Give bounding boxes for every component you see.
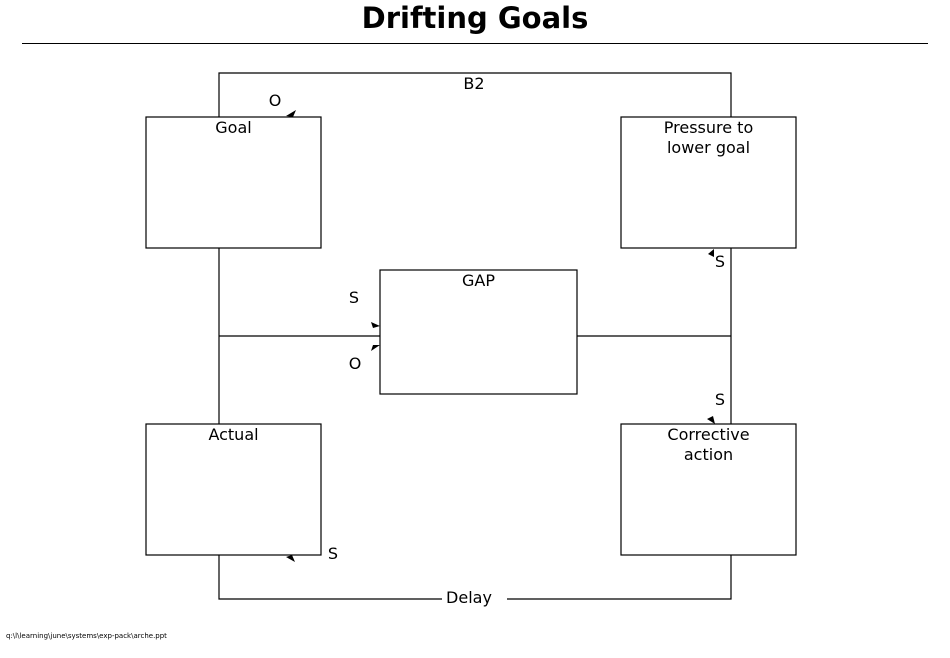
- corrective-label-line2: action: [684, 445, 733, 464]
- goal-box: [145, 116, 322, 249]
- connector-corrective-to-actual: [507, 555, 732, 600]
- arrowheads: [286, 110, 715, 562]
- loop-label-b2: B2: [463, 74, 484, 93]
- polarity-gap-top: S: [349, 288, 359, 307]
- arrowhead-into-gap-top: [371, 322, 380, 328]
- page-title: Drifting Goals: [361, 1, 589, 35]
- connector-delay-left: [218, 555, 442, 600]
- title-divider: [22, 43, 928, 44]
- actual-box: [145, 423, 322, 556]
- pressure-label-line1: Pressure to: [664, 118, 753, 137]
- loop-label-delay: Delay: [446, 588, 492, 607]
- arrowhead-into-corrective: [707, 416, 715, 424]
- polarity-pressure: S: [715, 252, 725, 271]
- polarity-gap-bottom: O: [349, 354, 362, 373]
- boxes: [145, 116, 797, 556]
- gap-box: [379, 269, 578, 395]
- arrowhead-into-actual: [286, 555, 295, 562]
- arrowhead-into-pressure: [708, 249, 714, 257]
- pressure-label-line2: lower goal: [667, 138, 750, 157]
- connector-pressure-to-goal: [218, 72, 732, 117]
- corrective-label-line1: Corrective: [667, 425, 749, 444]
- arrowhead-into-gap-bottom: [371, 345, 380, 351]
- corrective-box: [620, 423, 797, 556]
- gap-label: GAP: [462, 271, 495, 290]
- polarity-goal: O: [269, 91, 282, 110]
- pressure-box: [620, 116, 797, 249]
- connectors: [218, 72, 732, 600]
- polarity-corrective: S: [715, 390, 725, 409]
- goal-label: Goal: [215, 118, 251, 137]
- actual-label: Actual: [208, 425, 258, 444]
- arrowhead-into-goal: [286, 110, 296, 117]
- box-labels: Goal Pressure to lower goal GAP Actual C…: [208, 118, 753, 464]
- loop-labels: B2 Delay: [446, 74, 492, 607]
- polarity-labels: O S S O S S: [269, 91, 725, 563]
- footer-file-path: q:\l\learning\june\systems\exp-pack\arch…: [6, 632, 167, 640]
- polarity-actual: S: [328, 544, 338, 563]
